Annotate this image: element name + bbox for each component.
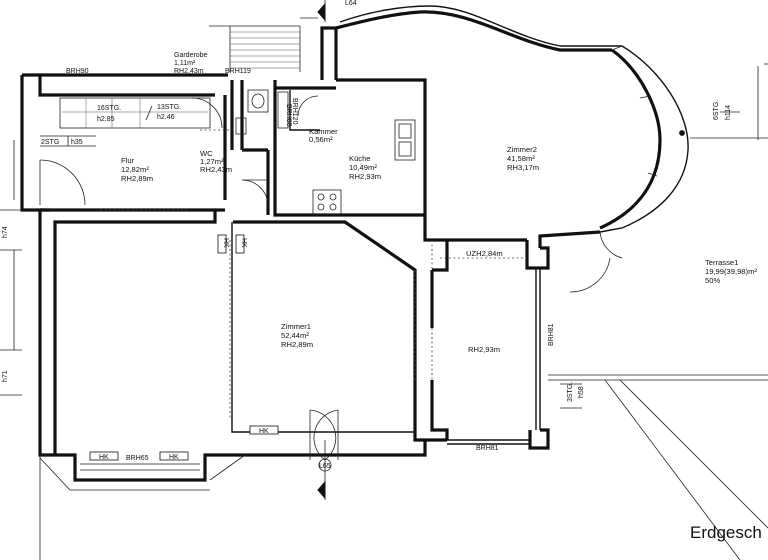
svg-text:h58: h58: [578, 386, 585, 398]
svg-text:UZH2,84m: UZH2,84m: [466, 249, 503, 258]
room-labels: Garderobe 1,11m² RH2,43m BRH90 BRH119 16…: [2, 52, 762, 542]
label-wc: WC: [200, 149, 213, 158]
label-brh90: BRH90: [66, 68, 89, 75]
svg-text:19,99(39,98)m²: 19,99(39,98)m²: [705, 267, 757, 276]
svg-text:BRH81: BRH81: [548, 323, 555, 346]
svg-text:L65: L65: [319, 463, 331, 470]
svg-text:16STG.: 16STG.: [97, 105, 121, 112]
svg-text:HK: HK: [240, 238, 247, 248]
svg-text:L64: L64: [345, 0, 357, 7]
left-exterior: [0, 140, 246, 560]
label-zimmer1: Zimmer1: [281, 322, 311, 331]
label-zimmer2: Zimmer2: [507, 145, 537, 154]
svg-text:h35: h35: [71, 139, 83, 146]
svg-text:BRH65: BRH65: [126, 455, 149, 462]
svg-text:HK: HK: [222, 238, 229, 248]
svg-text:h114: h114: [725, 105, 732, 120]
svg-text:h74: h74: [2, 226, 9, 238]
label-kueche: Küche: [349, 154, 371, 163]
radiators: [89, 234, 279, 461]
outer-walls: [20, 5, 689, 482]
wc-fixtures: [235, 89, 289, 135]
svg-text:2STG: 2STG: [41, 139, 59, 146]
entrance-staircase: [209, 17, 318, 72]
section-marker-top: L64: [317, 0, 357, 22]
svg-text:RH2,93m: RH2,93m: [468, 345, 500, 354]
svg-text:BRH120: BRH120: [291, 98, 298, 125]
label-garderobe: Garderobe: [174, 52, 208, 59]
doors: [39, 95, 623, 461]
svg-text:1,11m²: 1,11m²: [174, 60, 196, 67]
svg-text:6STG.: 6STG.: [713, 100, 720, 120]
interior-stairs: [40, 97, 211, 147]
label-kammer: Kammer: [309, 127, 338, 136]
svg-text:RH2,43m: RH2,43m: [200, 165, 232, 174]
svg-text:1,27m²: 1,27m²: [200, 157, 224, 166]
label-flur: Flur: [121, 156, 135, 165]
svg-text:HK: HK: [169, 454, 179, 461]
svg-text:RH2,93m: RH2,93m: [349, 172, 381, 181]
svg-text:RH2,43m: RH2,43m: [174, 68, 204, 75]
svg-text:h71: h71: [2, 370, 9, 382]
svg-text:12,82m²: 12,82m²: [121, 165, 149, 174]
dashed-openings: [100, 129, 527, 420]
kitchen-fixtures: [312, 119, 416, 215]
section-marker-bottom: [317, 440, 332, 500]
svg-text:0,56m²: 0,56m²: [309, 135, 333, 144]
drawing-title: Erdgesch: [690, 523, 762, 542]
svg-text:3STG.: 3STG.: [567, 382, 574, 402]
svg-text:RH2,89m: RH2,89m: [281, 340, 313, 349]
svg-text:HK: HK: [259, 428, 269, 435]
terrace-outline: [548, 63, 768, 560]
svg-text:RH3,17m: RH3,17m: [507, 163, 539, 172]
svg-text:BRH80: BRH80: [285, 104, 292, 127]
svg-text:52,44m²: 52,44m²: [281, 331, 309, 340]
bay-window: [80, 463, 200, 471]
svg-text:RH2,89m: RH2,89m: [121, 174, 153, 183]
svg-text:41,58m²: 41,58m²: [507, 154, 535, 163]
svg-text:h2.46: h2.46: [157, 114, 175, 121]
interior-walls: [38, 75, 425, 455]
svg-text:BRH119: BRH119: [225, 68, 251, 75]
svg-text:50%: 50%: [705, 276, 720, 285]
svg-text:h2.85: h2.85: [97, 116, 115, 123]
label-terrasse: Terrasse1: [705, 258, 738, 267]
svg-text:10,49m²: 10,49m²: [349, 163, 377, 172]
svg-text:13STG.: 13STG.: [157, 104, 181, 111]
svg-text:HK: HK: [99, 454, 109, 461]
svg-text:BRH81: BRH81: [476, 445, 499, 452]
